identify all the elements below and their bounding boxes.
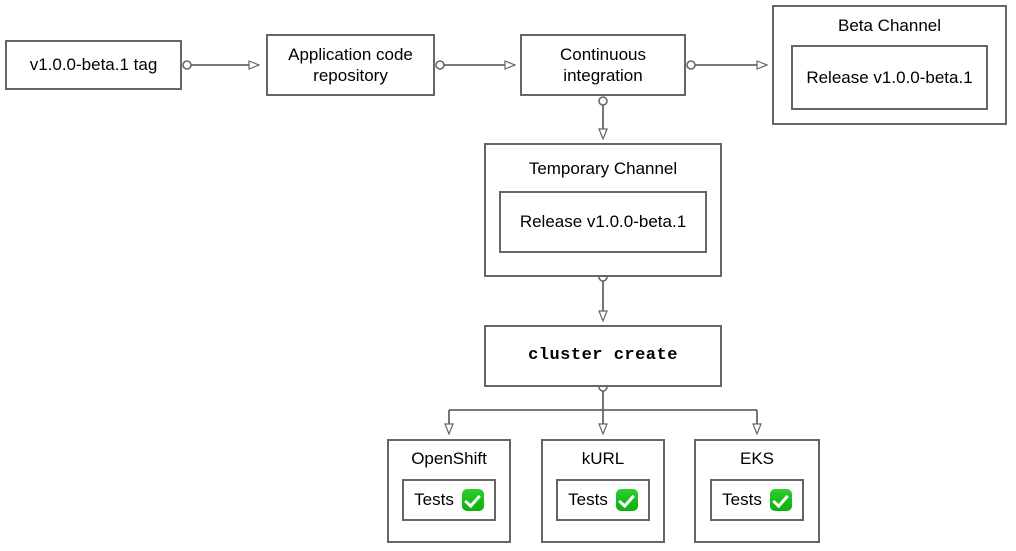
node-cluster-create[interactable]: cluster create xyxy=(484,325,722,387)
node-application-code-repository-label: Application code repository xyxy=(288,44,413,85)
green-check-icon xyxy=(769,489,792,512)
node-tag-label: v1.0.0-beta.1 tag xyxy=(29,55,158,75)
node-cluster-create-label: cluster create xyxy=(528,346,678,366)
platform-openshift-tests-box[interactable]: Tests xyxy=(402,479,496,522)
node-temporary-channel[interactable]: Temporary Channel Release v1.0.0-beta.1 xyxy=(484,143,722,277)
platform-eks-tests-box[interactable]: Tests xyxy=(710,479,804,522)
edge-app-repo-to-ci xyxy=(435,61,514,69)
platform-kurl-tests-label: Tests xyxy=(568,490,608,510)
node-continuous-integration[interactable]: Continuous integration xyxy=(520,34,686,96)
platform-openshift-title: OpenShift xyxy=(411,449,487,468)
node-application-code-repository[interactable]: Application code repository xyxy=(266,34,435,96)
node-continuous-integration-label: Continuous integration xyxy=(559,44,646,85)
node-platform-openshift[interactable]: OpenShift Tests xyxy=(387,439,511,543)
node-beta-channel[interactable]: Beta Channel Release v1.0.0-beta.1 xyxy=(772,5,1007,125)
temporary-channel-release-label: Release v1.0.0-beta.1 xyxy=(519,212,687,232)
platform-eks-title: EKS xyxy=(739,449,775,468)
platform-kurl-tests-box[interactable]: Tests xyxy=(556,479,650,522)
edge-temporary-channel-to-cluster-create xyxy=(599,272,607,320)
beta-channel-release-box[interactable]: Release v1.0.0-beta.1 xyxy=(791,45,988,111)
platform-eks-tests-label: Tests xyxy=(722,490,762,510)
edge-ci-to-temporary-channel xyxy=(599,96,607,138)
beta-channel-title: Beta Channel xyxy=(837,16,942,35)
platform-openshift-tests-label: Tests xyxy=(414,490,454,510)
node-platform-eks[interactable]: EKS Tests xyxy=(694,439,820,543)
edge-ci-to-beta-channel xyxy=(686,61,766,69)
node-tag[interactable]: v1.0.0-beta.1 tag xyxy=(5,40,182,90)
beta-channel-release-label: Release v1.0.0-beta.1 xyxy=(806,67,973,87)
edge-cluster-create-branch xyxy=(449,382,757,433)
node-platform-kurl[interactable]: kURL Tests xyxy=(541,439,665,543)
temporary-channel-title: Temporary Channel xyxy=(528,159,678,178)
platform-kurl-title: kURL xyxy=(581,449,625,468)
edge-tag-to-app-repo xyxy=(182,61,258,69)
temporary-channel-release-box[interactable]: Release v1.0.0-beta.1 xyxy=(499,191,707,254)
green-check-icon xyxy=(615,489,638,512)
green-check-icon xyxy=(461,489,484,512)
